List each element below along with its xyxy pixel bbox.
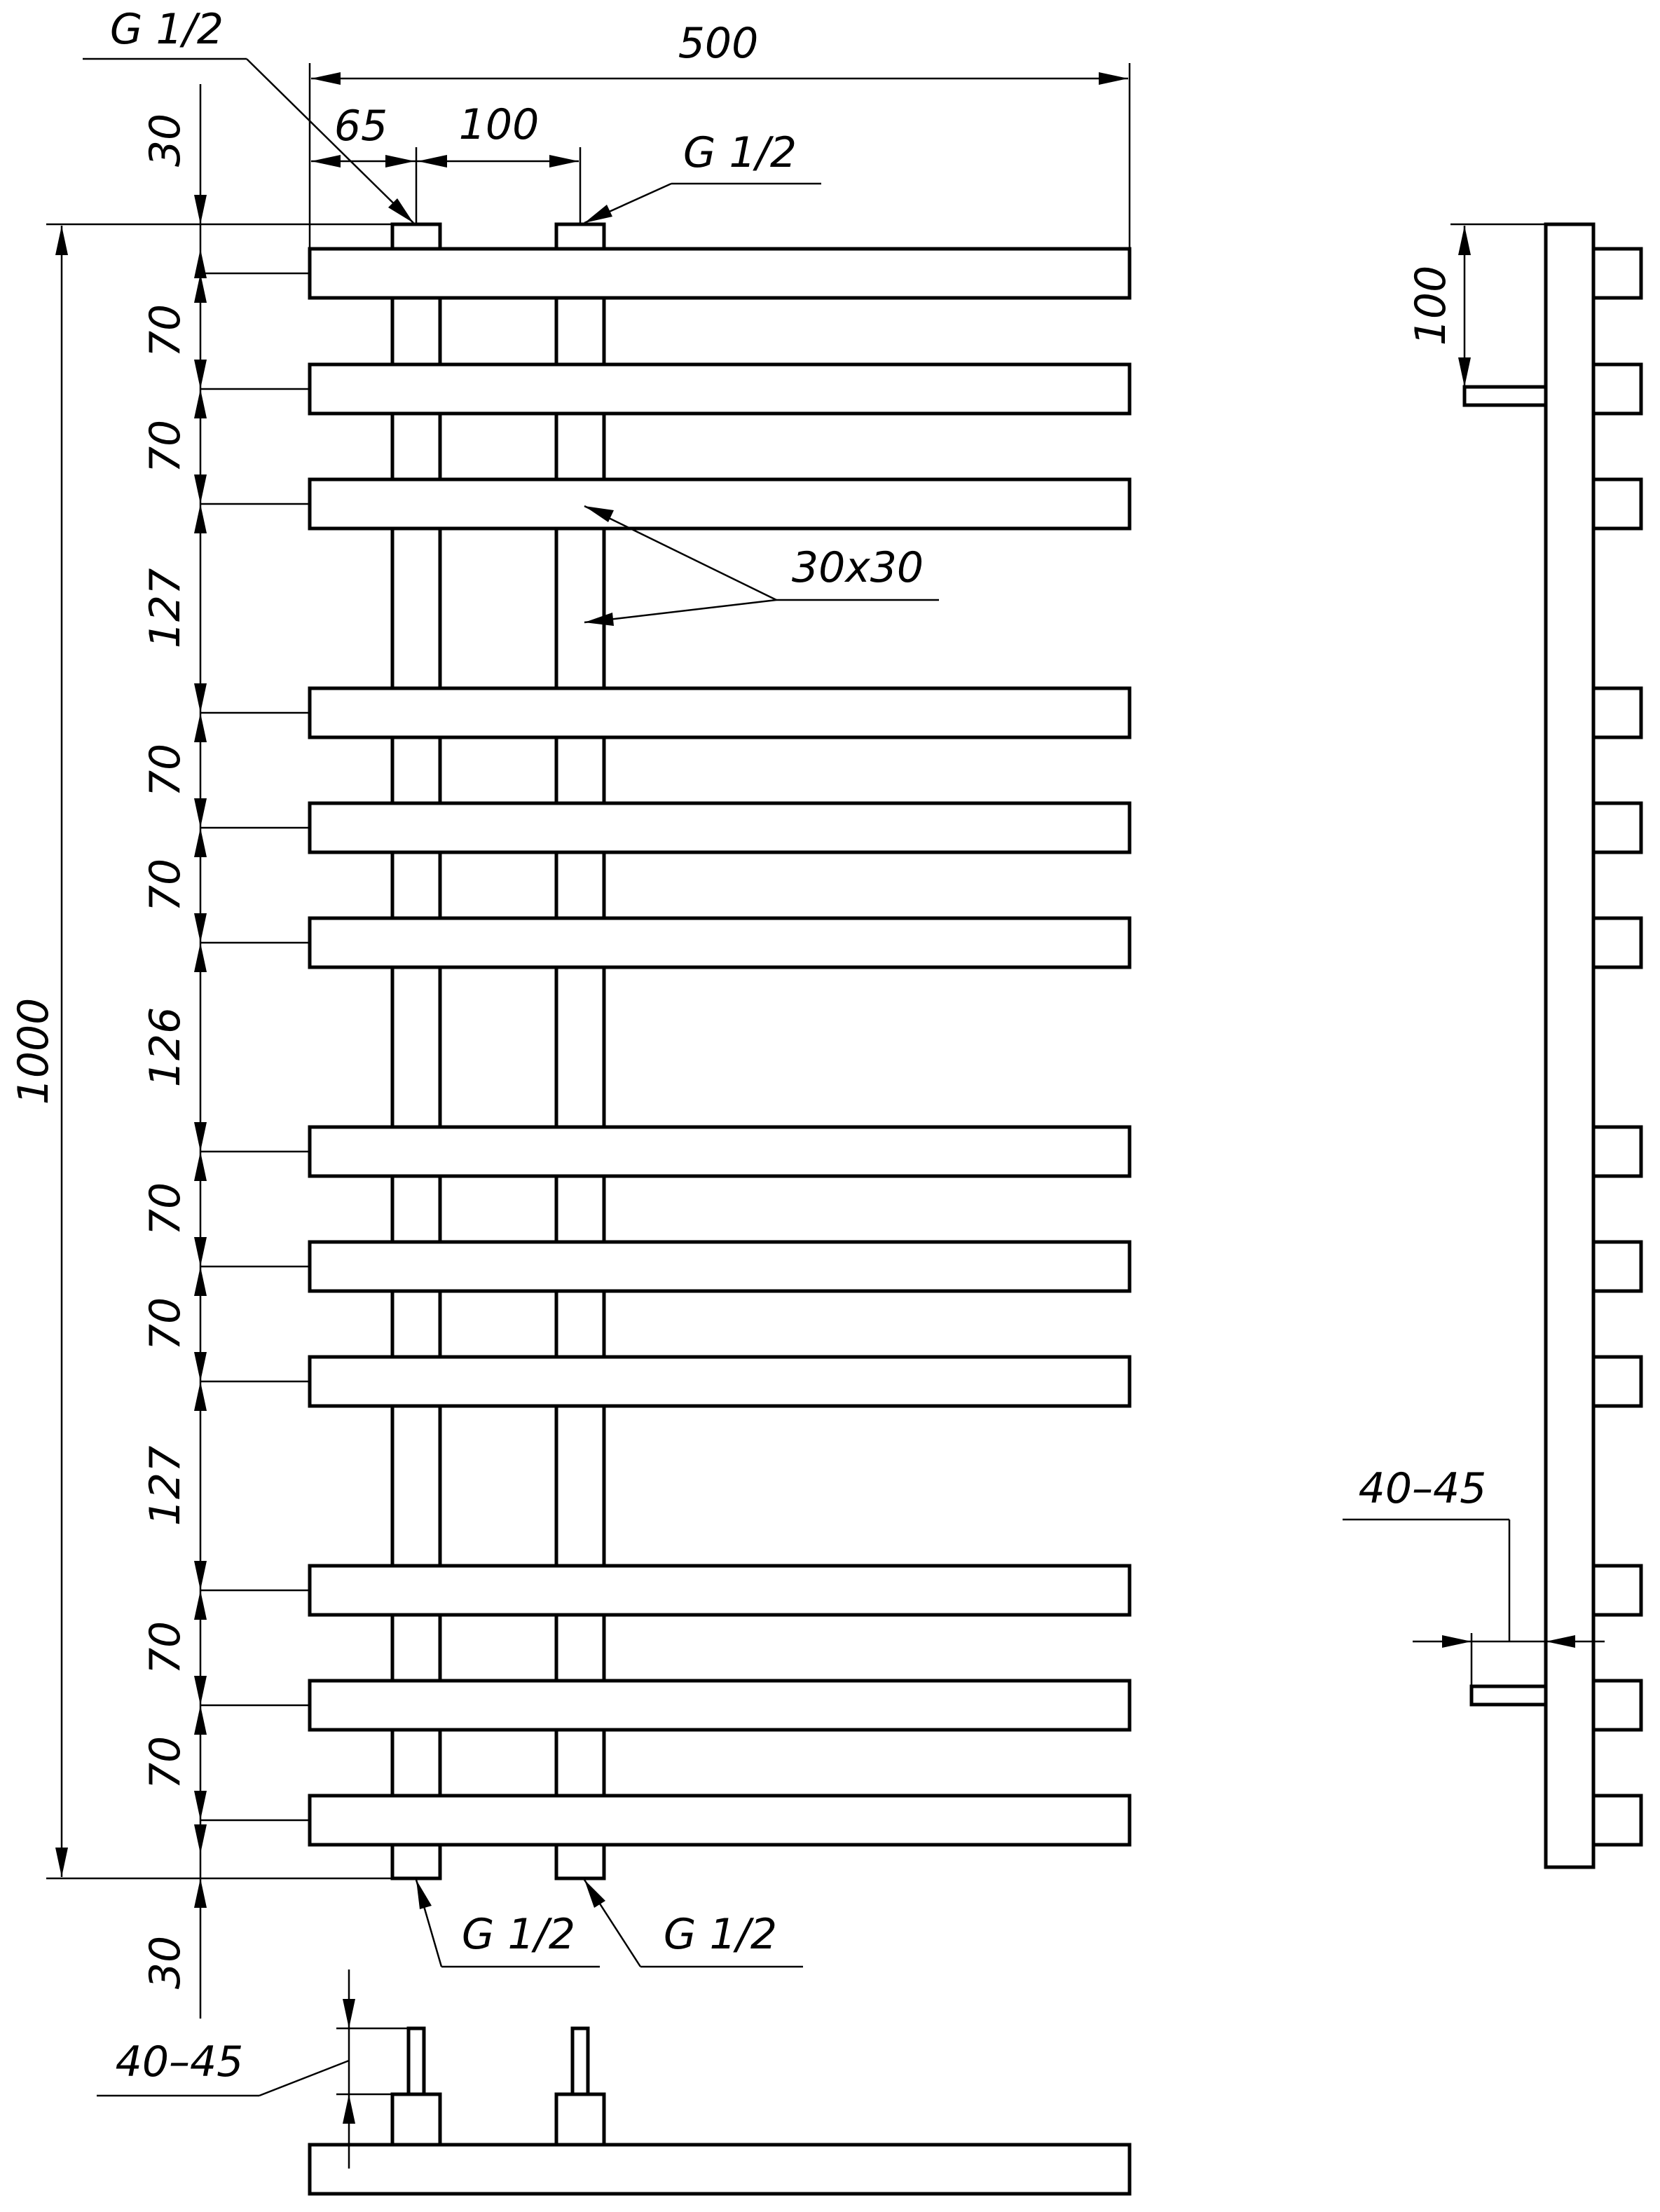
thread-label-top-left: G 1/2 [110,5,224,54]
dim-spacing-10: 70 [141,1621,190,1674]
dim-spacing-5: 70 [141,859,190,912]
bar-2 [308,362,1132,416]
bar-extension-lines [46,223,392,1880]
left-vertical-pipe [390,222,442,1880]
dim-top-clearance: 30 [141,114,190,167]
dim-spacing-9: 127 [141,1446,190,1527]
overall-width-dimension: 500 [308,19,1131,249]
bottom-right-socket [554,2092,606,2147]
bar-8 [308,1240,1132,1293]
bar-6 [308,916,1132,969]
dim-bottom-clearance: 30 [141,1936,190,1989]
side-bar-6 [1591,916,1643,969]
side-bar-12 [1591,1794,1643,1847]
side-top-bracket [1462,385,1548,407]
bar-7 [308,1125,1132,1178]
dim-spacing-2: 70 [141,420,190,473]
dim-spacing-8: 70 [141,1297,190,1351]
thread-label-bottom-left: G 1/2 [462,1910,575,1959]
side-view: 100 40–45 [1343,222,1643,1869]
bottom-left-socket [390,2092,442,2147]
pipe-position-dimensions: 65 100 [311,100,582,223]
side-bar-3 [1591,477,1643,531]
side-bottom-bracket [1469,1684,1548,1707]
dim-side-wall-offset: 100 [1406,266,1455,346]
bar-10 [308,1564,1132,1617]
bar-12 [308,1794,1132,1847]
bar-9 [308,1355,1132,1408]
profile-leader: 30x30 [584,505,939,626]
dim-spacing-1: 70 [141,304,190,357]
side-collector-pipe [1544,222,1596,1869]
side-bar-5 [1591,801,1643,854]
overall-height-dimension: 1000 [9,226,68,1877]
horizontal-bars [308,247,1132,1847]
bar-11 [308,1679,1132,1732]
dim-bottom-bracket-depth: 40–45 [116,2037,244,2087]
side-bar-10 [1591,1564,1643,1617]
dim-spacing-11: 70 [141,1736,190,1789]
side-bar-9 [1591,1355,1643,1408]
dim-overall-height: 1000 [9,998,58,1105]
profile-label: 30x30 [792,543,924,592]
dim-offset-left: 65 [334,102,387,151]
bottom-view: 40–45 [97,1969,1132,2196]
side-bar-2 [1591,362,1643,416]
side-bar-11 [1591,1679,1643,1732]
dim-spacing-4: 70 [141,744,190,797]
side-bar-1 [1591,247,1643,300]
thread-label-bottom-right: G 1/2 [664,1910,777,1959]
side-bar-ends [1591,247,1643,1847]
bottom-view-bar [308,2143,1132,2196]
side-bar-8 [1591,1240,1643,1293]
dim-overall-width: 500 [678,19,759,68]
dim-side-bracket-depth: 40–45 [1359,1464,1487,1513]
bar-3 [308,477,1132,531]
bottom-thread-leaders: G 1/2 G 1/2 [415,1879,803,1968]
front-view: 30 70 70 127 70 70 126 70 70 127 70 70 3… [9,5,1132,2019]
dim-spacing-7: 70 [141,1182,190,1236]
side-bar-4 [1591,686,1643,739]
height-dimension-chain: 30 70 70 127 70 70 126 70 70 127 70 70 3… [141,84,207,2019]
dim-spacing-6: 126 [141,1007,190,1088]
bar-4 [308,686,1132,739]
bottom-right-bracket [570,2026,590,2096]
bar-1 [308,247,1132,300]
thread-label-top-right: G 1/2 [683,128,797,177]
right-vertical-pipe [554,222,606,1880]
bottom-left-bracket [406,2026,426,2096]
dim-pipe-spacing: 100 [459,100,540,149]
side-bar-7 [1591,1125,1643,1178]
dim-spacing-3: 127 [141,568,190,649]
top-thread-leaders: G 1/2 G 1/2 [83,5,821,224]
bar-5 [308,801,1132,854]
